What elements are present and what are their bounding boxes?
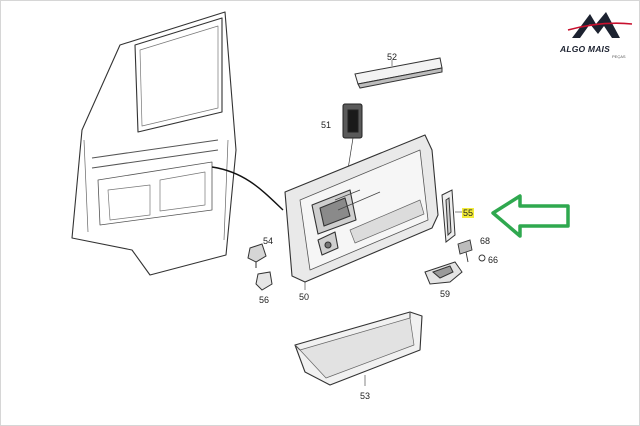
part-55-pull-handle bbox=[441, 189, 456, 243]
part-50-trim-panel bbox=[284, 134, 439, 283]
callout-66: 66 bbox=[488, 255, 499, 265]
door-shell bbox=[71, 11, 237, 276]
callout-59: 59 bbox=[440, 289, 451, 299]
brand-name: ALGO MAIS bbox=[560, 44, 610, 54]
part-56-clip bbox=[255, 271, 273, 291]
brand-logo-icon bbox=[567, 12, 633, 38]
callout-52: 52 bbox=[387, 52, 398, 62]
part-52-moulding bbox=[354, 57, 443, 89]
part-66-washer bbox=[478, 254, 486, 262]
callout-56: 56 bbox=[259, 295, 270, 305]
part-53-door-pocket bbox=[294, 311, 423, 386]
connector-cable bbox=[211, 166, 284, 211]
callout-50: 50 bbox=[299, 292, 310, 302]
callout-55: 55 bbox=[462, 208, 475, 218]
brand-tagline: PEÇAS bbox=[612, 54, 626, 59]
green-pointer-arrow bbox=[491, 194, 570, 238]
callout-51: 51 bbox=[321, 120, 332, 130]
callout-53: 53 bbox=[360, 391, 371, 401]
callout-54: 54 bbox=[263, 236, 274, 246]
part-59-handle-bezel bbox=[424, 261, 463, 285]
callout-68: 68 bbox=[480, 236, 491, 246]
part-54-clip bbox=[247, 243, 267, 268]
part-51-switch bbox=[342, 103, 363, 189]
part-68-screw bbox=[457, 239, 473, 263]
